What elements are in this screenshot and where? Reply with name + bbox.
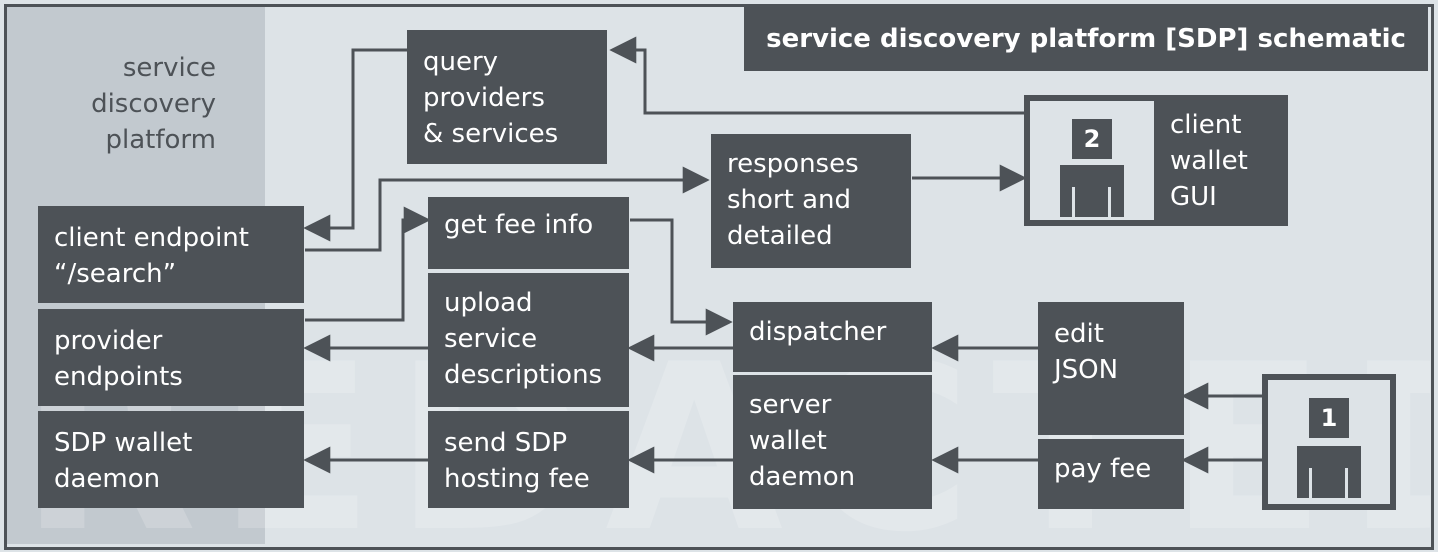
node-text: client endpoint xyxy=(54,223,249,253)
edge-gui-to-query xyxy=(609,36,1030,115)
node-text: send SDP xyxy=(444,428,567,458)
node-text: server xyxy=(749,390,832,420)
node-text: hosting fee xyxy=(444,464,590,494)
node-send-hosting-fee: send SDP hosting fee xyxy=(428,411,629,508)
node-responses: responses short and detailed xyxy=(711,134,911,268)
node-text: daemon xyxy=(749,462,856,492)
node-text: wallet xyxy=(1170,146,1248,176)
node-text: get fee info xyxy=(444,210,594,240)
node-upload-descriptions: upload service descriptions xyxy=(428,273,629,407)
node-query-providers: query providers & services xyxy=(407,30,607,164)
user-figure-icon xyxy=(1060,165,1124,217)
server-wallet-icon: 1 xyxy=(1262,374,1396,510)
node-text: service xyxy=(444,324,538,354)
node-text: pay fee xyxy=(1054,454,1152,484)
node-dispatcher: dispatcher xyxy=(733,302,932,372)
node-text: query xyxy=(423,47,499,77)
node-text: edit xyxy=(1054,319,1104,349)
node-pay-fee: pay fee xyxy=(1038,439,1184,509)
node-text: & services xyxy=(423,119,559,149)
node-text: endpoints xyxy=(54,362,183,392)
node-text: descriptions xyxy=(444,360,603,390)
node-text: “/search” xyxy=(54,259,177,289)
node-text: providers xyxy=(423,83,545,113)
node-text: JSON xyxy=(1054,355,1119,385)
node-text: provider xyxy=(54,326,163,356)
client-badge: 2 xyxy=(1072,119,1112,159)
edge-getfee-to-dispatcher xyxy=(630,218,733,336)
node-text: wallet xyxy=(749,426,827,456)
node-get-fee-info: get fee info xyxy=(428,197,629,269)
node-sdp-wallet-daemon: SDP wallet daemon xyxy=(38,411,304,508)
edge-client-endpoint-to-responses xyxy=(305,166,710,252)
edge-provider-to-getfee xyxy=(305,206,431,322)
edge-query-to-client-endpoint xyxy=(303,48,408,242)
user-figure-icon xyxy=(1297,446,1361,498)
node-client-endpoint: client endpoint “/search” xyxy=(38,206,304,303)
node-text: client xyxy=(1170,110,1242,140)
diagram-title: service discovery platform [SDP] schemat… xyxy=(744,7,1428,71)
node-text: responses xyxy=(727,149,859,179)
server-badge: 1 xyxy=(1309,398,1349,438)
node-client-wallet-gui: client wallet GUI xyxy=(1154,95,1288,226)
node-server-wallet-daemon: server wallet daemon xyxy=(733,375,932,509)
sdp-label-line: platform xyxy=(105,125,216,155)
sdp-label: service discovery platform xyxy=(40,50,216,158)
node-provider-endpoints: provider endpoints xyxy=(38,309,304,406)
node-text: upload xyxy=(444,288,533,318)
node-text: detailed xyxy=(727,221,833,251)
node-edit-json: edit JSON xyxy=(1038,302,1184,435)
sdp-label-line: service xyxy=(122,53,216,83)
node-text: GUI xyxy=(1170,182,1217,212)
node-text: SDP wallet xyxy=(54,428,193,458)
node-text: daemon xyxy=(54,464,161,494)
node-text: dispatcher xyxy=(749,317,887,347)
client-wallet-icon: 2 xyxy=(1024,95,1160,226)
sdp-label-line: discovery xyxy=(91,89,216,119)
node-text: short and xyxy=(727,185,851,215)
